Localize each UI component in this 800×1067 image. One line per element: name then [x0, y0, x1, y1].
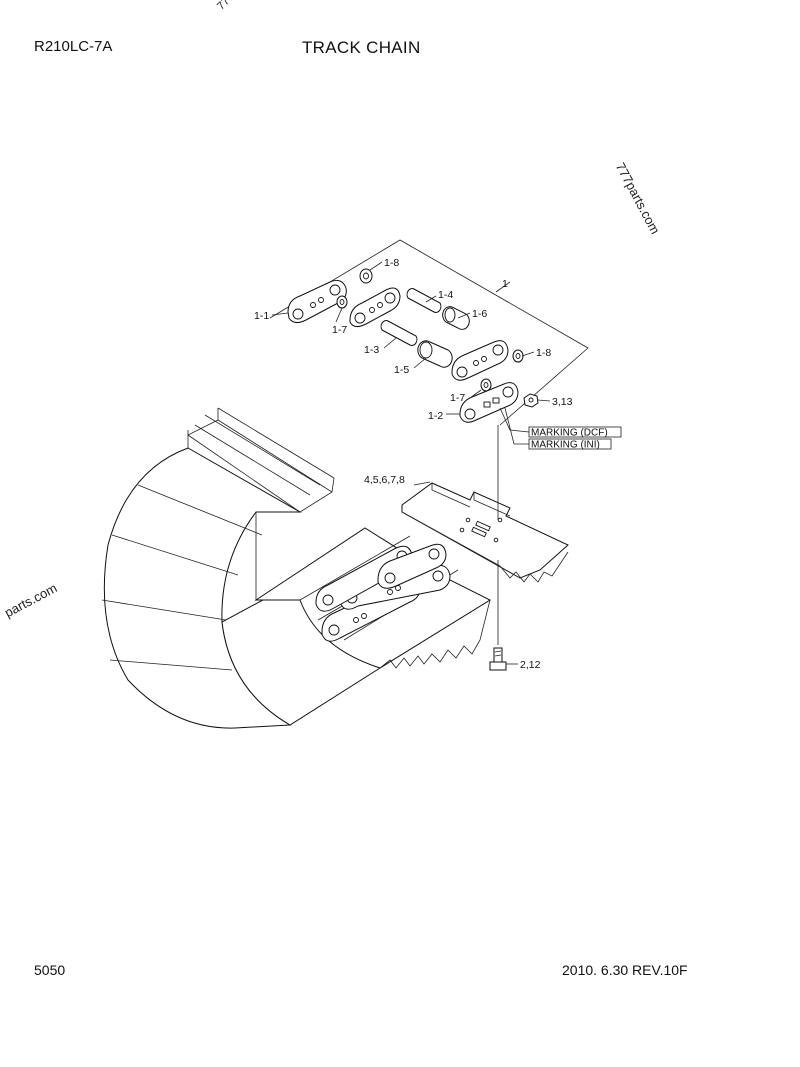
seal-1-8-right — [512, 349, 524, 363]
callout-1-3: 1-3 — [364, 344, 379, 356]
bolt-2-12 — [489, 647, 507, 671]
callout-1-6: 1-6 — [472, 308, 487, 320]
link-front-upper — [451, 340, 509, 381]
page-number: 5050 — [34, 962, 66, 978]
callout-3-13: 3,13 — [552, 396, 573, 408]
revision-date: 2010. 6.30 REV.10F — [562, 962, 688, 978]
seal-1-7-lower — [480, 378, 492, 392]
callout-1-2: 1-2 — [428, 410, 443, 422]
marking-dcf-label: MARKING (DCF) — [531, 428, 608, 439]
link-rear-top — [349, 287, 401, 328]
track-shoe — [401, 482, 569, 583]
callout-1-8-top: 1-8 — [384, 257, 399, 269]
callout-1-7-left: 1-7 — [332, 324, 347, 336]
seal-1-8-top — [359, 268, 373, 284]
callout-4-8: 4,5,6,7,8 — [364, 474, 405, 486]
pin-1-3 — [380, 320, 418, 346]
nut-3-13 — [523, 393, 539, 408]
link-1-2 — [459, 382, 519, 423]
bushing-1-5 — [417, 340, 453, 368]
assembled-link-top — [377, 543, 447, 589]
callout-1-8-right: 1-8 — [536, 347, 551, 359]
model-number: R210LC-7A — [34, 38, 113, 55]
callout-1-1: 1-1 — [254, 310, 269, 322]
callout-2-12: 2,12 — [520, 659, 541, 671]
link-1-1 — [287, 280, 347, 324]
pin-1-4 — [406, 288, 442, 313]
marking-ini-label: MARKING (INI) — [531, 440, 600, 451]
assembly-boundary — [269, 239, 589, 426]
callout-1-5: 1-5 — [394, 364, 409, 376]
callout-1-4: 1-4 — [438, 289, 453, 301]
callout-1-7-lower: 1-7 — [450, 392, 465, 404]
seal-1-7-left — [336, 295, 348, 309]
callout-1: 1 — [502, 278, 508, 290]
page-title: TRACK CHAIN — [302, 38, 421, 57]
bushing-1-6 — [442, 306, 470, 330]
